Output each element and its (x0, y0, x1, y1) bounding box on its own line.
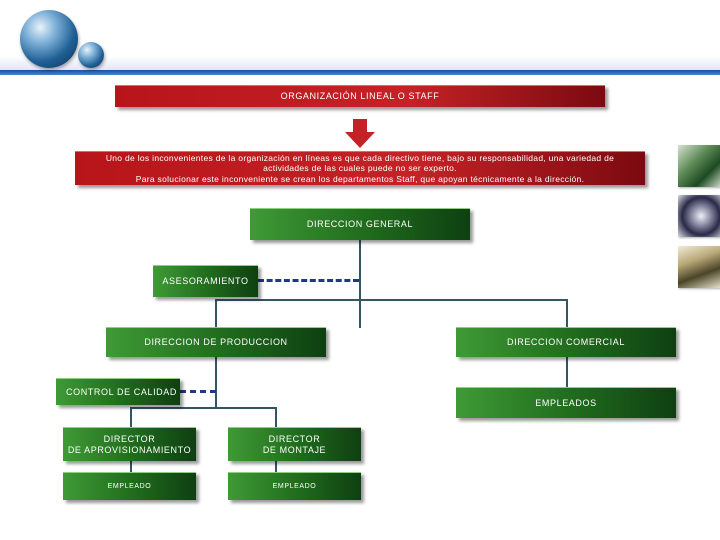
slide-title-text: ORGANIZACIÓN LINEAL O STAFF (281, 91, 440, 102)
header-divider (0, 70, 720, 75)
node-empleados-label: EMPLEADOS (535, 398, 596, 409)
connector-to-montaje (275, 407, 277, 427)
node-direccion-comercial: DIRECCION COMERCIAL (456, 327, 676, 357)
node-director-aprov-line1: DIRECTOR (104, 434, 156, 445)
header-band (0, 0, 720, 70)
node-empleado-aprovisionamiento: EMPLEADO (63, 472, 196, 500)
node-director-montaje: DIRECTOR DE MONTAJE (228, 427, 361, 461)
connector-to-comercial (566, 299, 568, 327)
node-asesoramiento: ASESORAMIENTO (153, 265, 258, 297)
slide-title: ORGANIZACIÓN LINEAL O STAFF (115, 85, 605, 107)
description-line-2: actividades de las cuales puede no ser e… (106, 163, 614, 174)
staff-link-control-calidad (180, 390, 216, 393)
node-empleado-2-label: EMPLEADO (273, 481, 317, 492)
node-direccion-general-label: DIRECCION GENERAL (307, 219, 413, 230)
node-control-calidad-label: CONTROL DE CALIDAD (66, 387, 177, 398)
node-direccion-produccion-label: DIRECCION DE PRODUCCION (144, 337, 287, 348)
node-director-aprov-line2: DE APROVISIONAMIENTO (68, 445, 191, 456)
connector-aprov-empleado (130, 461, 132, 472)
node-director-aprovisionamiento: DIRECTOR DE APROVISIONAMIENTO (63, 427, 196, 461)
down-arrow-icon (345, 119, 375, 149)
small-globe-logo-icon (78, 42, 104, 68)
node-asesoramiento-label: ASESORAMIENTO (162, 276, 248, 287)
description-line-1: Uno de los inconvenientes de la organiza… (106, 153, 614, 164)
connector-produccion-down (215, 357, 217, 407)
node-empleados: EMPLEADOS (456, 387, 676, 418)
decorative-disc-image (678, 195, 720, 237)
connector-director-bar (215, 299, 568, 301)
node-empleado-montaje: EMPLEADO (228, 472, 361, 500)
staff-link-asesoramiento (258, 279, 359, 282)
node-control-calidad: CONTROL DE CALIDAD (56, 378, 180, 405)
description-box: Uno de los inconvenientes de la organiza… (75, 151, 645, 185)
connector-to-produccion (215, 299, 217, 327)
node-direccion-comercial-label: DIRECCION COMERCIAL (507, 337, 625, 348)
node-direccion-produccion: DIRECCION DE PRODUCCION (106, 327, 326, 357)
connector-general-trunk (359, 240, 361, 328)
connector-montaje-empleado (275, 461, 277, 472)
connector-to-aprov (130, 407, 132, 427)
node-empleado-1-label: EMPLEADO (108, 481, 152, 492)
decorative-pen-image (678, 246, 720, 288)
decorative-green-image (678, 145, 720, 187)
globe-logo-icon (20, 10, 78, 68)
node-director-montaje-line1: DIRECTOR (269, 434, 321, 445)
connector-produccion-bar (130, 407, 277, 409)
node-director-montaje-line2: DE MONTAJE (263, 445, 326, 456)
description-line-3: Para solucionar este inconveniente se cr… (106, 174, 614, 185)
connector-to-empleados (566, 357, 568, 387)
node-direccion-general: DIRECCION GENERAL (250, 208, 470, 240)
